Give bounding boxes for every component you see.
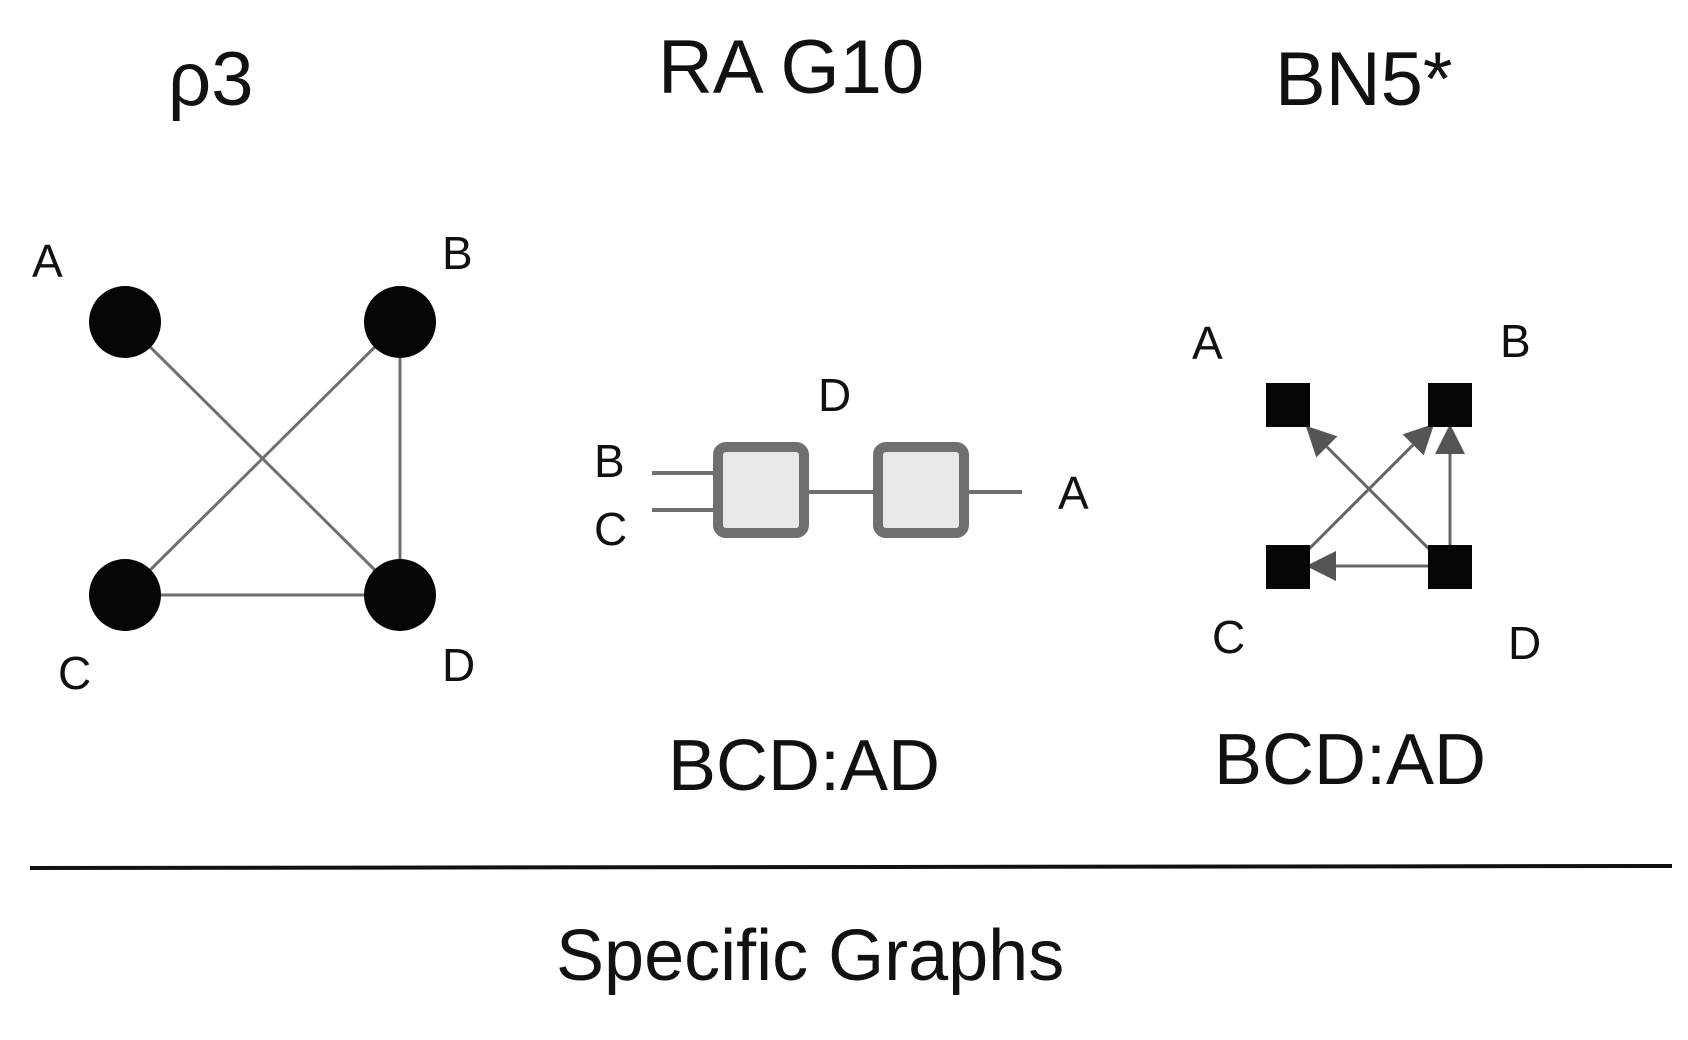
rho3-label-c: C <box>58 647 92 699</box>
panel-title-rho3: ρ3 <box>168 37 254 122</box>
bn5-graph <box>1266 383 1472 589</box>
footer-caption: Specific Graphs <box>556 916 1065 996</box>
ra-g10-label-c: C <box>594 503 628 555</box>
bn5-label-a: A <box>1192 317 1223 369</box>
ra-g10-formula: BCD:AD <box>668 726 941 806</box>
node-d <box>364 559 436 631</box>
ra-g10-label-d: D <box>818 369 852 421</box>
panel-title-ra-g10: RA G10 <box>658 25 925 110</box>
bn5-formula: BCD:AD <box>1214 720 1487 800</box>
edge-d-a <box>1305 425 1450 570</box>
edge-c-b <box>1288 423 1435 570</box>
rho3-label-a: A <box>32 235 63 287</box>
node-a <box>89 286 161 358</box>
panel-title-bn5: BN5* <box>1275 37 1453 122</box>
node-b <box>1428 383 1472 427</box>
node-b <box>364 286 436 358</box>
relation-box-right <box>873 442 969 538</box>
separator-line <box>29 864 1673 870</box>
ra-g10-label-b: B <box>594 435 625 487</box>
node-c <box>1266 545 1310 589</box>
ra-g10-graph <box>652 442 1022 538</box>
ra-g10-label-a: A <box>1058 467 1089 519</box>
node-c <box>89 559 161 631</box>
bn5-label-d: D <box>1508 617 1542 669</box>
relation-box-left <box>713 442 809 538</box>
rho3-graph <box>89 286 436 631</box>
bn5-label-c: C <box>1212 611 1246 663</box>
node-d <box>1428 545 1472 589</box>
edge-c-b <box>123 320 402 597</box>
rho3-label-d: D <box>442 639 476 691</box>
rho3-label-b: B <box>442 227 473 279</box>
bn5-label-b: B <box>1500 315 1531 367</box>
node-a <box>1266 383 1310 427</box>
